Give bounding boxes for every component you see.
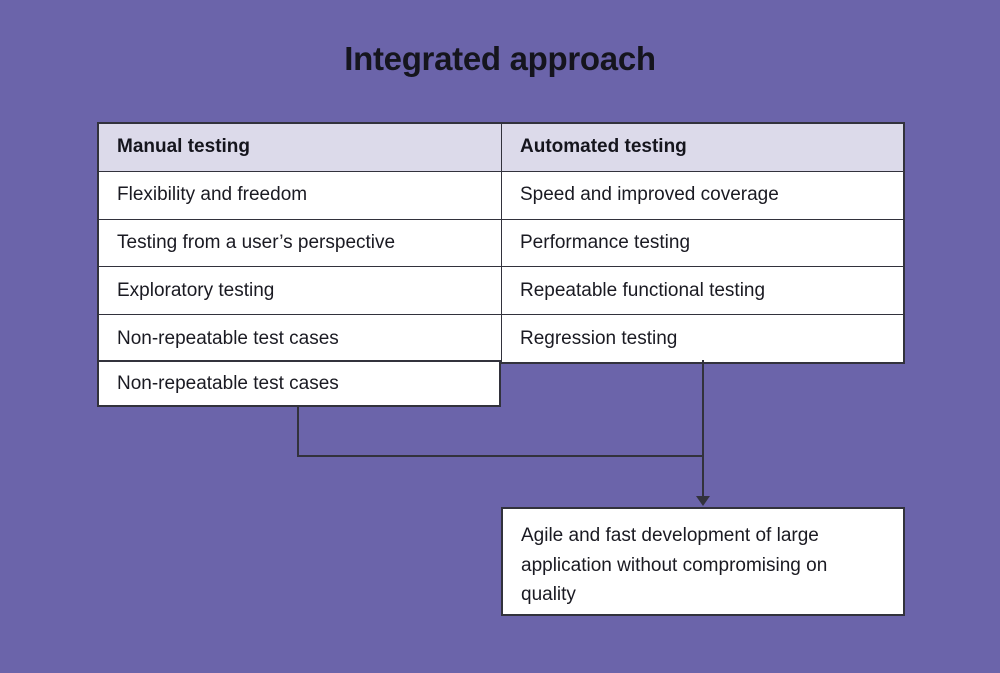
cell-automated-3: Repeatable functional testing: [501, 267, 903, 315]
header-manual-testing: Manual testing: [99, 124, 501, 171]
cell-manual-1: Flexibility and freedom: [117, 184, 308, 206]
connector-line-right-vertical: [702, 360, 704, 498]
page-title: Integrated approach: [344, 40, 656, 77]
header-automated-testing: Automated testing: [501, 124, 903, 171]
comparison-table: Manual testing Automated testing Flexibi…: [97, 122, 905, 364]
arrow-down-icon: [696, 496, 710, 506]
table-row: Exploratory testing Repeatable functiona…: [99, 266, 903, 315]
cell-manual-3: Exploratory testing: [117, 279, 275, 301]
cell-automated-2: Performance testing: [501, 219, 903, 267]
extra-left-row: Non-repeatable test cases: [97, 360, 501, 407]
connector-line-horizontal: [297, 455, 704, 457]
cell-manual-4: Non-repeatable test cases: [117, 327, 339, 349]
table-row: Testing from a user’s perspective Perfor…: [99, 218, 903, 267]
cell-automated-1: Speed and improved coverage: [501, 171, 903, 219]
cell-manual-2: Testing from a user’s perspective: [117, 231, 396, 253]
cell-automated-4: Regression testing: [501, 315, 903, 362]
table-header-row: Manual testing Automated testing: [99, 124, 903, 171]
table-row: Non-repeatable test cases Regression tes…: [99, 314, 903, 362]
result-box: Agile and fast development of large appl…: [501, 507, 905, 616]
table-row: Flexibility and freedom Speed and improv…: [99, 170, 903, 219]
connector-line-left-vertical: [297, 407, 299, 457]
